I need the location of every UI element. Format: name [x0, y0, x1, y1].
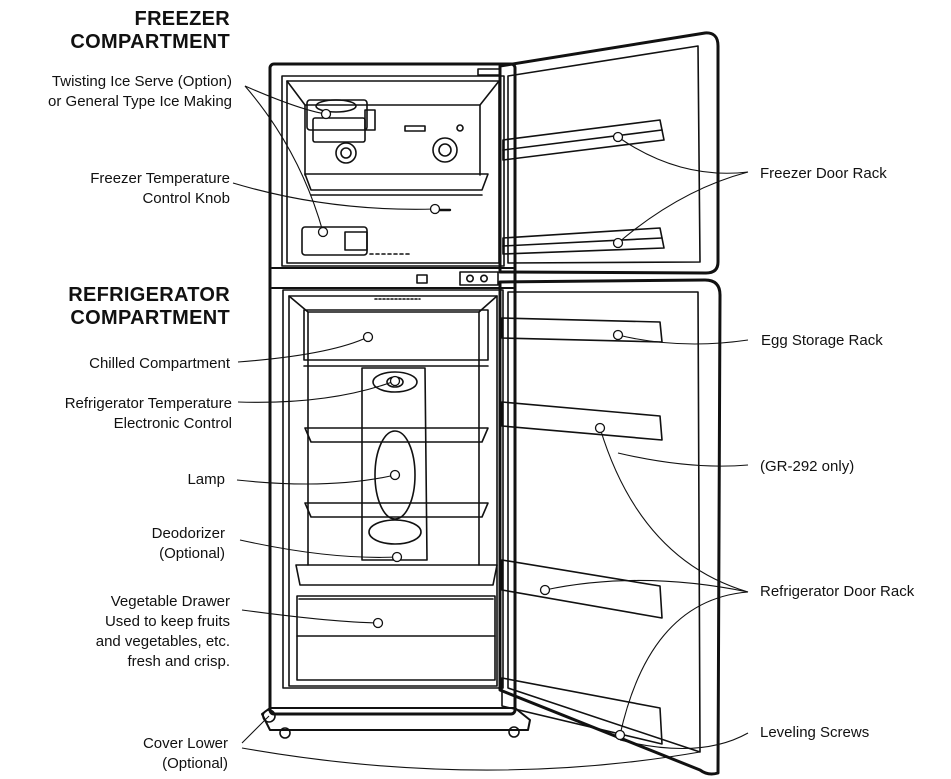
cabinet-body [270, 64, 515, 714]
freezer-interior [302, 100, 488, 255]
freezer-door [500, 33, 718, 273]
refrigerator-door [500, 280, 720, 774]
refrigerator-interior [296, 299, 497, 680]
callout-dots [319, 110, 625, 740]
